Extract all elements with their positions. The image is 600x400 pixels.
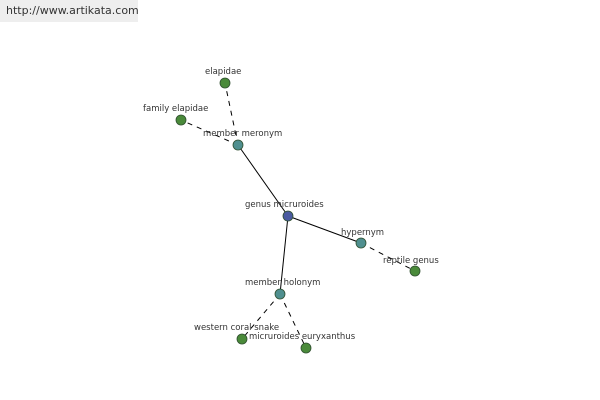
node-label-holonym[interactable]: member holonym (245, 278, 320, 288)
node-dot-western-coral-snake[interactable] (236, 333, 248, 345)
node-western-coral-snake[interactable]: western coral snake (194, 323, 279, 345)
node-label-reptile-genus[interactable]: reptile genus (383, 256, 439, 266)
node-label-elapidae[interactable]: elapidae (205, 67, 241, 77)
edge-meronym-to-family_elapidae (180, 119, 239, 146)
edge-hypernym-to-reptile_genus (360, 242, 416, 272)
node-elapidae[interactable]: elapidae (205, 67, 241, 89)
node-label-center[interactable]: genus micruroides (245, 200, 324, 210)
edge-center-to-hypernym (287, 215, 362, 244)
site-url-text[interactable]: http://www.artikata.com (6, 4, 139, 17)
node-dot-elapidae[interactable] (219, 77, 231, 89)
node-meronym[interactable]: member meronym (203, 129, 282, 151)
node-dot-reptile-genus[interactable] (409, 265, 421, 277)
node-label-family-elapidae[interactable]: family elapidae (143, 104, 208, 114)
node-dot-center[interactable] (282, 210, 294, 222)
node-micruroides-euryxanthus[interactable]: micruroides euryxanthus (249, 332, 356, 354)
node-dot-meronym[interactable] (232, 139, 244, 151)
edge-center-to-holonym (279, 215, 289, 295)
node-label-hypernym[interactable]: hypernym (341, 228, 384, 238)
node-reptile-genus[interactable]: reptile genus (383, 256, 439, 277)
node-family-elapidae[interactable]: family elapidae (143, 104, 208, 126)
node-holonym[interactable]: member holonym (245, 278, 320, 300)
node-hypernym[interactable]: hypernym (341, 228, 384, 249)
node-label-western-coral-snake[interactable]: western coral snake (194, 323, 279, 333)
graph-nodes: genus micruroides member meronym hypernym m… (143, 67, 439, 354)
graph-edges (180, 82, 416, 349)
edge-center-to-meronym (237, 144, 289, 217)
node-dot-hypernym[interactable] (355, 237, 367, 249)
edge-meronym-to-elapidae (224, 82, 239, 146)
node-dot-holonym[interactable] (274, 288, 286, 300)
node-label-meronym[interactable]: member meronym (203, 129, 282, 139)
node-dot-micruroides-euryxanthus[interactable] (300, 342, 312, 354)
node-dot-family-elapidae[interactable] (175, 114, 187, 126)
site-url-banner[interactable]: http://www.artikata.com (0, 0, 139, 22)
node-label-micruroides-euryxanthus[interactable]: micruroides euryxanthus (249, 332, 356, 342)
node-center[interactable]: genus micruroides (245, 200, 324, 222)
